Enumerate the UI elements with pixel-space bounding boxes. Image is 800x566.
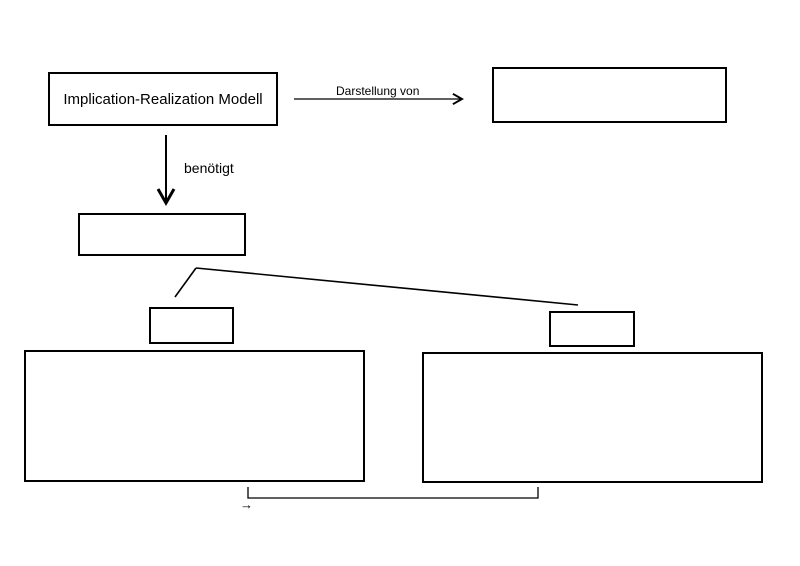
right-content-box[interactable] [422,352,763,483]
requirement-node[interactable] [78,213,246,256]
requires-edge-label: benötigt [184,160,234,176]
branch-line-right [195,267,579,306]
implication-realization-node[interactable]: Implication-Realization Modell [48,72,278,126]
branch-line-left [174,267,197,298]
right-category-node[interactable] [549,311,635,347]
left-content-box[interactable] [24,350,365,482]
bottom-bracket [247,487,539,499]
left-category-node[interactable] [149,307,234,344]
representation-target-node[interactable] [492,67,727,123]
represent-edge-label: Darstellung von [336,84,420,98]
implication-realization-label: Implication-Realization Modell [63,90,263,108]
small-arrow-icon: → [240,497,253,512]
